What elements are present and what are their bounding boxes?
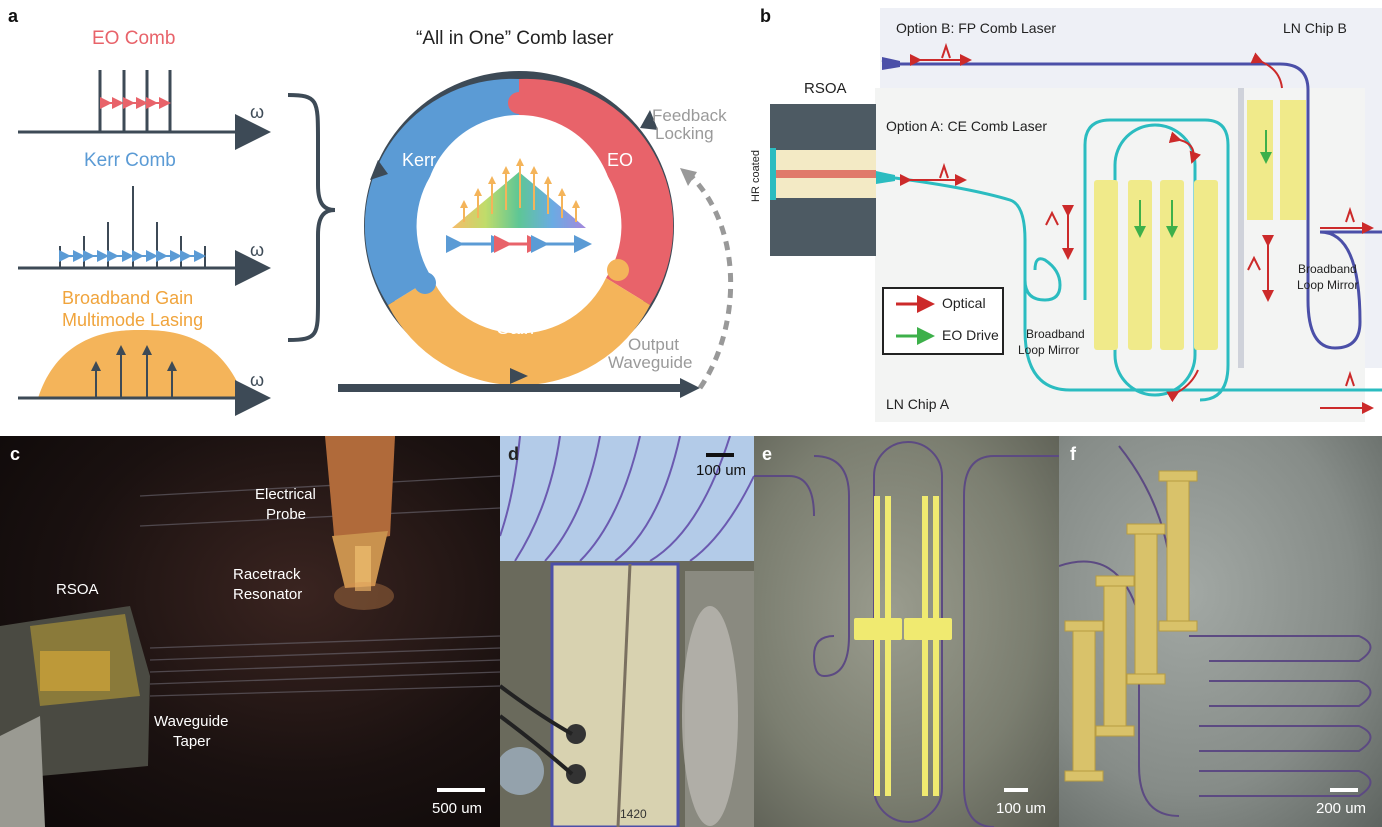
racetrack-line1: Racetrack [233,566,301,583]
kerr-segment-label: Kerr [402,150,437,170]
photo-f [1059,436,1382,827]
panel-d-label: d [508,444,519,464]
panel-a-diagram [18,70,734,416]
panel-e-label: e [762,444,773,464]
panel-a-label: a [8,6,19,26]
hr-coated-label: HR coated [749,150,762,202]
option-b-label: Option B: FP Comb Laser [896,20,1057,36]
photo-f-illustration [1059,445,1372,817]
loop-mirror-a-line1: Broadband [1026,327,1085,341]
panel-b-diagram [770,8,1382,422]
comb-laser-ring [364,71,674,386]
loop-mirror-b-line1: Broadband [1298,262,1357,276]
omega-label-2: ω [250,240,265,260]
chip-b-label: LN Chip B [1283,20,1347,36]
panel-f-label: f [1070,444,1076,464]
option-a-label: Option A: CE Comb Laser [886,118,1048,134]
scale-c: 500 um [432,800,483,817]
grouping-brace [287,93,336,342]
scale-bar-e [1004,788,1028,792]
panel-b-label: b [760,6,771,26]
feedback-label-line1: Feedback [652,106,727,125]
chip-number: 1420 [620,807,647,821]
photo-c-illustration [0,436,500,827]
legend-optical: Optical [942,295,986,311]
feedback-label-line2: Locking [655,124,714,143]
kerr-comb-label: Kerr Comb [84,150,176,171]
gain-label-line1: Broadband Gain [62,288,194,308]
eo-segment-label: EO [607,150,634,170]
feedback-path [688,173,734,390]
legend-eo-drive: EO Drive [942,327,999,343]
photo-e [754,436,1059,827]
scale-bar-c [437,788,485,792]
omega-label-3: ω [250,370,265,390]
loop-mirror-b-line2: Loop Mirror [1297,278,1359,292]
electrical-probe-line2: Probe [266,506,307,523]
photo-d-illustration: 1420 [500,436,754,827]
photo-d: 1420 [500,436,754,827]
waveguide-line2: Taper [173,733,211,750]
eo-comb-spectrum [18,70,271,150]
rsoa-photo-label: RSOA [56,581,99,598]
photo-c [0,436,500,827]
scale-f: 200 um [1316,800,1367,817]
waveguide-line1: Waveguide [154,713,229,730]
gain-spectrum [18,330,271,416]
eo-comb-label: EO Comb [92,28,176,49]
scale-bar-f [1330,788,1358,792]
output-label-line1: Output [628,335,680,354]
panel-c-label: c [10,444,21,464]
output-label-line2: Waveguide [608,353,693,372]
gain-label-line2: Multimode Lasing [62,310,204,330]
scale-e: 100 um [996,800,1047,817]
electrical-probe-line1: Electrical [255,486,316,503]
scale-bar-d [706,453,734,457]
rsoa-title: RSOA [804,80,847,97]
scale-d: 100 um [696,462,747,479]
kerr-comb-spectrum [18,186,271,286]
gain-segment-label: Gain [496,318,535,338]
loop-mirror-a-line2: Loop Mirror [1018,343,1080,357]
omega-label-1: ω [250,102,265,122]
legend-box [882,287,1004,355]
ring-title: “All in One” Comb laser [416,28,614,49]
photo-e-illustration [754,441,1059,827]
racetrack-line2: Resonator [233,586,303,603]
chip-a-label: LN Chip A [886,396,950,412]
